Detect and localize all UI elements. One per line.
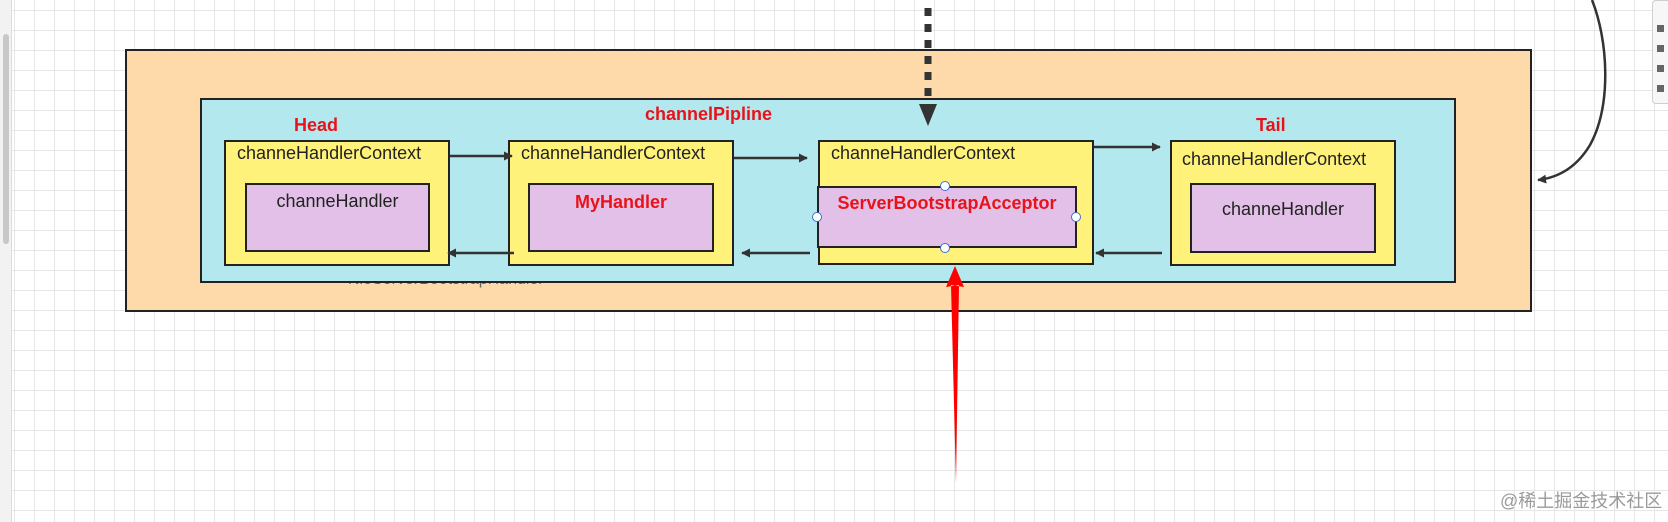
handler-tail[interactable]: [1190, 183, 1376, 253]
selection-handle[interactable]: [1071, 212, 1081, 222]
handler-myhandler[interactable]: [528, 183, 714, 252]
handler-label: channeHandler: [276, 191, 399, 211]
curved-arrow[interactable]: [1537, 0, 1607, 184]
myhandler-label: MyHandler: [574, 192, 668, 212]
context-label: channeHandlerContext: [831, 143, 1016, 163]
format-panel-toggle[interactable]: [1652, 0, 1668, 104]
head-label: Head: [294, 115, 339, 135]
handler-head[interactable]: [245, 183, 430, 252]
incoming-arrowhead: [919, 104, 937, 126]
scrollbar-thumb[interactable]: [3, 34, 9, 244]
selection-handle[interactable]: [940, 243, 950, 253]
tail-label: Tail: [1256, 115, 1286, 135]
watermark: @稀土掘金技术社区: [1500, 491, 1663, 511]
panel-dot-icon: [1657, 45, 1664, 52]
panel-dot-icon: [1657, 25, 1664, 32]
selection-handle[interactable]: [812, 212, 822, 222]
panel-dot-icon: [1657, 85, 1664, 92]
context-label: channeHandlerContext: [237, 143, 422, 163]
pipeline-title: channelPipline: [645, 104, 773, 124]
context-label: channeHandlerContext: [521, 143, 706, 163]
selection-handle[interactable]: [940, 181, 950, 191]
red-annotation-arrow: [946, 266, 964, 483]
handler-label: channeHandler: [1221, 199, 1345, 219]
acceptor-label: ServerBootstrapAcceptor: [837, 193, 1057, 213]
context-label: channeHandlerContext: [1182, 149, 1367, 169]
panel-dot-icon: [1657, 65, 1664, 72]
